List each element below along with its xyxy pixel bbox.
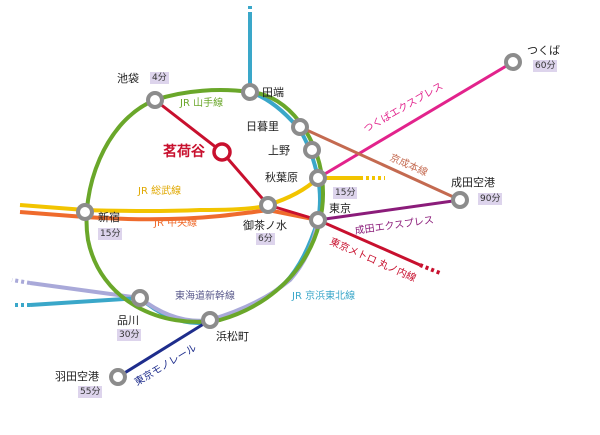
station-label-tabata: 田端: [262, 86, 284, 99]
line-label-chuo: JR 中央線: [154, 218, 198, 229]
time-badge-narita: 90分: [478, 193, 503, 205]
station-label-ueno: 上野: [268, 144, 290, 157]
time-badge-ochanomizu: 6分: [256, 233, 275, 245]
line-label-yamanote: JR 山手線: [180, 98, 224, 109]
station-marker-nippori[interactable]: [291, 118, 309, 136]
station-label-narita: 成田空港: [451, 176, 495, 189]
station-marker-ueno[interactable]: [303, 141, 321, 159]
station-label-shinjuku: 新宿: [98, 211, 120, 224]
time-badge-haneda: 55分: [78, 386, 103, 398]
station-marker-shinagawa[interactable]: [131, 289, 149, 307]
station-label-ikebukuro: 池袋: [117, 72, 139, 85]
station-marker-tsukuba[interactable]: [504, 53, 522, 71]
station-marker-akihabara[interactable]: [309, 169, 327, 187]
station-label-ochanomizu: 御茶ノ水: [243, 219, 287, 232]
station-label-tsukuba: つくば: [527, 44, 560, 57]
station-marker-shinjuku[interactable]: [76, 203, 94, 221]
monorail-line: [117, 318, 211, 379]
line-label-tokaido-shinkansen: 東海道新幹線: [175, 291, 235, 302]
time-badge-ikebukuro: 4分: [150, 72, 169, 84]
line-label-keihin-tohoku: JR 京浜東北線: [292, 291, 356, 302]
station-marker-tabata[interactable]: [241, 83, 259, 101]
station-marker-hamamatsucho[interactable]: [201, 311, 219, 329]
sobu-line: [19, 176, 360, 213]
station-label-akihabara: 秋葉原: [265, 171, 298, 184]
tsukuba-express-line: [317, 60, 514, 180]
station-marker-myogadani[interactable]: [212, 142, 232, 162]
tokaido-shinkansen-line: [29, 219, 320, 323]
tokaido-shinkansen-dash: [11, 278, 31, 285]
station-marker-ochanomizu[interactable]: [259, 196, 277, 214]
narita-express-line: [317, 198, 461, 222]
station-label-haneda: 羽田空港: [55, 370, 99, 383]
station-marker-tokyo[interactable]: [309, 211, 327, 229]
yamanote-line: [84, 88, 325, 324]
marunouchi-dash: [419, 263, 441, 275]
keihin-west-line: [29, 296, 141, 307]
time-badge-tsukuba: 60分: [533, 60, 558, 72]
station-marker-narita[interactable]: [451, 191, 469, 209]
keisei-line: [299, 125, 461, 202]
chuo-line: [19, 207, 319, 222]
station-label-nippori: 日暮里: [246, 120, 279, 133]
line-label-sobu: JR 総武線: [138, 186, 182, 197]
station-label-myogadani: 茗荷谷: [163, 144, 205, 160]
station-label-hamamatsucho: 浜松町: [216, 330, 249, 343]
time-badge-shinjuku: 15分: [98, 228, 123, 240]
time-badge-shinagawa: 30分: [117, 329, 142, 341]
time-badge-akihabara: 15分: [333, 187, 358, 199]
station-marker-ikebukuro[interactable]: [146, 91, 164, 109]
station-marker-haneda[interactable]: [109, 368, 127, 386]
station-label-shinagawa: 品川: [117, 314, 139, 327]
station-label-tokyo: 東京: [329, 202, 351, 215]
